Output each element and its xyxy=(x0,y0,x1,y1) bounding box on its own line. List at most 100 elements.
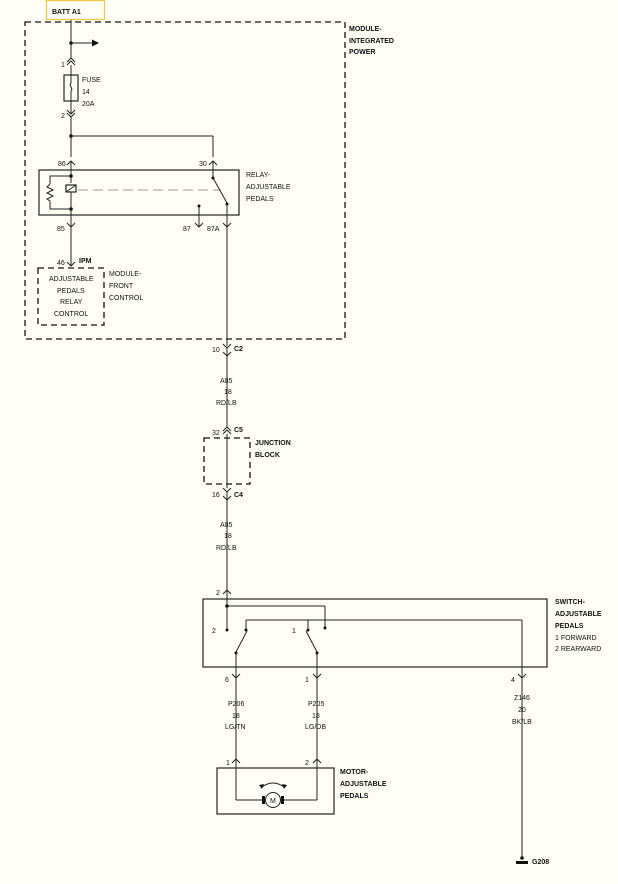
svg-text:FUSE: FUSE xyxy=(82,77,101,84)
ground-symbol xyxy=(516,856,528,864)
motor-label: MOTOR- ADJUSTABLE PEDALS xyxy=(340,769,387,800)
relay-adjustable-pedals xyxy=(38,169,240,216)
relay-pin-87: 87 xyxy=(183,226,191,233)
svg-text:18: 18 xyxy=(224,533,232,540)
switch-pin-6-terminal xyxy=(231,667,241,679)
module-integrated-power-boundary xyxy=(24,21,346,340)
relay-coil xyxy=(45,170,77,215)
ipm-connector-label: IPM xyxy=(79,258,92,265)
svg-text:BK/LB: BK/LB xyxy=(512,719,532,726)
c2-pin: 10 xyxy=(212,347,220,354)
fuse-pin-out: 2 xyxy=(61,113,65,120)
svg-text:ADJUSTABLE: ADJUSTABLE xyxy=(49,276,94,283)
svg-text:INTEGRATED: INTEGRATED xyxy=(349,38,394,45)
switch-pin-1-terminal xyxy=(312,667,322,679)
pin-87a-terminal xyxy=(222,215,232,228)
svg-text:P205: P205 xyxy=(308,701,324,708)
svg-text:PEDALS: PEDALS xyxy=(340,793,369,800)
a85-upper-label: A85 18 RD/LB xyxy=(216,378,237,407)
relay-label: RELAY- ADJUSTABLE PEDALS xyxy=(246,172,291,203)
ipm-function-label: ADJUSTABLE PEDALS RELAY CONTROL xyxy=(49,276,94,318)
motor-pin-1: 1 xyxy=(226,760,230,767)
svg-text:MOTOR-: MOTOR- xyxy=(340,769,369,776)
svg-text:CONTROL: CONTROL xyxy=(54,311,88,318)
svg-text:LG/TN: LG/TN xyxy=(225,724,246,731)
c4-pin: 16 xyxy=(212,492,220,499)
module-integrated-power-label: MODULE- INTEGRATED POWER xyxy=(349,26,394,56)
c4-name: C4 xyxy=(234,492,243,499)
c5-pin: 32 xyxy=(212,430,220,437)
batt-source-box xyxy=(45,0,106,21)
c4-terminal xyxy=(222,487,232,501)
svg-text:JUNCTION: JUNCTION xyxy=(255,440,291,447)
svg-text:Z146: Z146 xyxy=(514,695,530,702)
svg-text:FRONT: FRONT xyxy=(109,283,134,290)
svg-text:18: 18 xyxy=(232,713,240,720)
pin-87-terminal xyxy=(194,215,204,228)
module-front-control-label: MODULE- FRONT CONTROL xyxy=(109,271,143,302)
ipm-pin-46: 46 xyxy=(57,260,65,267)
c5-terminal xyxy=(222,426,232,435)
svg-text:RD/LB: RD/LB xyxy=(216,545,237,552)
fuse-14: 1 2 FUSE 14 20A xyxy=(61,57,101,120)
junction-block-label: JUNCTION BLOCK xyxy=(255,440,291,459)
svg-text:POWER: POWER xyxy=(349,49,375,56)
svg-text:20: 20 xyxy=(518,707,526,714)
switch-pin-6: 6 xyxy=(225,677,229,684)
branch-arrow-icon xyxy=(92,39,99,47)
svg-text:RELAY-: RELAY- xyxy=(246,172,271,179)
svg-text:A85: A85 xyxy=(220,378,233,385)
relay-pin-87a: 87A xyxy=(207,226,220,233)
motor-adjustable-pedals xyxy=(216,767,335,815)
switch-label: SWITCH- ADJUSTABLE PEDALS 1 FORWARD 2 RE… xyxy=(555,599,602,653)
motor-pin-2: 2 xyxy=(305,760,309,767)
motor-pin-2-terminal xyxy=(312,758,322,768)
switch-pin-4: 4 xyxy=(511,677,515,684)
svg-text:MODULE-: MODULE- xyxy=(109,271,142,278)
pin-85-terminal xyxy=(66,215,76,228)
svg-text:LG/DB: LG/DB xyxy=(305,724,326,731)
ipm-46-terminal xyxy=(66,261,76,267)
svg-text:P206: P206 xyxy=(228,701,244,708)
switch-contacts xyxy=(225,599,523,667)
p206-label: P206 18 LG/TN xyxy=(225,701,246,731)
switch-pin-1: 1 xyxy=(305,677,309,684)
switch-pin-in: 2 xyxy=(216,590,220,597)
svg-text:MODULE-: MODULE- xyxy=(349,26,382,33)
switch-adjustable-pedals xyxy=(202,598,548,668)
svg-text:18: 18 xyxy=(312,713,320,720)
svg-text:PEDALS: PEDALS xyxy=(57,288,85,295)
svg-text:14: 14 xyxy=(82,89,90,96)
relay-pin-86: 86 xyxy=(58,161,66,168)
svg-text:ADJUSTABLE: ADJUSTABLE xyxy=(340,781,387,788)
z146-label: Z146 20 BK/LB xyxy=(512,695,532,726)
relay-contacts xyxy=(197,170,229,215)
relay-pin-30: 30 xyxy=(199,161,207,168)
svg-text:PEDALS: PEDALS xyxy=(246,196,274,203)
motor-pin-1-terminal xyxy=(231,758,241,768)
svg-text:RELAY: RELAY xyxy=(60,299,83,306)
module-front-control-boundary xyxy=(37,267,105,326)
ground-label: G208 xyxy=(532,859,549,866)
svg-text:2 REARWARD: 2 REARWARD xyxy=(555,646,601,653)
svg-text:PEDALS: PEDALS xyxy=(555,623,584,630)
c5-name: C5 xyxy=(234,427,243,434)
c2-name: C2 xyxy=(234,346,243,353)
svg-text:SWITCH-: SWITCH- xyxy=(555,599,586,606)
svg-text:ADJUSTABLE: ADJUSTABLE xyxy=(246,184,291,191)
motor-symbol: M xyxy=(270,798,276,805)
svg-text:18: 18 xyxy=(224,389,232,396)
svg-text:CONTROL: CONTROL xyxy=(109,295,143,302)
switch-pin-4-terminal xyxy=(517,667,527,679)
svg-text:BLOCK: BLOCK xyxy=(255,452,280,459)
switch-position-1-label: 1 xyxy=(292,628,296,635)
motor-icon: M xyxy=(235,768,318,808)
fuse-pin-in: 1 xyxy=(61,62,65,69)
svg-text:1 FORWARD: 1 FORWARD xyxy=(555,635,597,642)
junction-block-boundary xyxy=(203,437,251,485)
batt-source-label: BATT A1 xyxy=(52,9,81,16)
svg-text:20A: 20A xyxy=(82,101,95,108)
svg-text:A85: A85 xyxy=(220,522,233,529)
a85-lower-label: A85 18 RD/LB xyxy=(216,522,237,552)
